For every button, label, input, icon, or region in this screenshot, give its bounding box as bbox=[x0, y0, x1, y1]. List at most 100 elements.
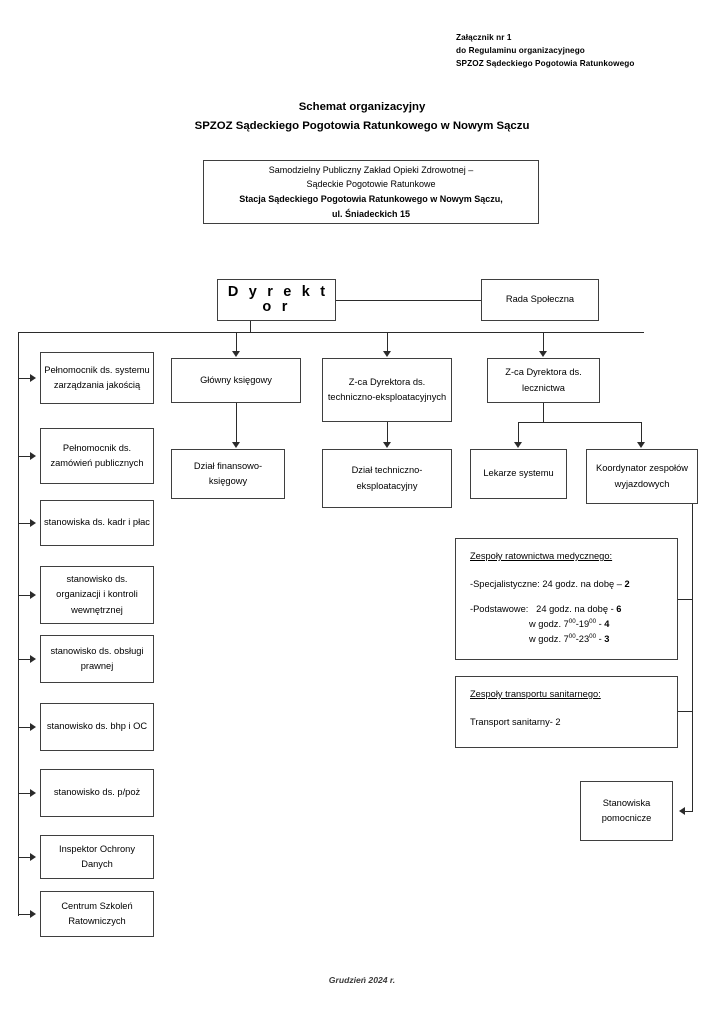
arrow-staff-unit-3 bbox=[30, 519, 36, 527]
specjalistyczne-count: 2 bbox=[624, 579, 630, 589]
podstawowe-line-2-dash: - bbox=[596, 619, 605, 629]
node-koordynator-zespolow-wyjazdowych[interactable]: Koordynator zespołów wyjazdowych bbox=[586, 449, 698, 504]
staff-unit-box[interactable]: stanowisko ds. bhp i OC bbox=[40, 703, 154, 751]
node-koordynator-zespolow-wyjazdowych-label: Koordynator zespołów wyjazdowych bbox=[596, 463, 688, 489]
node-dzial-techniczno-eksploatacyjny-label: Dział techniczno-eksploatacyjny bbox=[351, 465, 423, 491]
panel-zespoly-ratownictwa-medycznego: Zespoły ratownictwa medycznego: -Specjal… bbox=[455, 538, 678, 660]
node-glowny-ksiegowy-label: Główny księgowy bbox=[200, 374, 272, 385]
podstawowe-line-2-prefix: w godz. 7 bbox=[529, 619, 569, 629]
staff-unit-box[interactable]: Pełnomocnik ds. zamówień publicznych bbox=[40, 428, 154, 484]
staff-unit-box[interactable]: stanowisko ds. organizacji i kontroli we… bbox=[40, 566, 154, 624]
podstawowe-line-3-count: 3 bbox=[604, 634, 610, 644]
panel-ratownictwo-heading: Zespoły ratownictwa medycznego: bbox=[470, 551, 613, 561]
podstawowe-line-2-count: 4 bbox=[604, 619, 610, 629]
staff-unit-label: Pełnomocnik ds. systemu zarządzania jako… bbox=[44, 364, 150, 391]
staff-unit-box[interactable]: stanowisko ds. obsługi prawnej bbox=[40, 635, 154, 683]
podstawowe-line-3-sup-1: 00 bbox=[568, 632, 576, 640]
arrow-staff-unit-6 bbox=[30, 723, 36, 731]
connector-drop-zca-techniczno bbox=[387, 332, 388, 353]
podstawowe-line-2-mid: -19 bbox=[575, 619, 590, 629]
connector-staff-unit-5 bbox=[18, 659, 34, 660]
staff-unit-box[interactable]: Pełnomocnik ds. systemu zarządzania jako… bbox=[40, 352, 154, 404]
podstawowe-line-3-sup-2: 00 bbox=[589, 632, 597, 640]
page-title-line-1: Schemat organizacyjny bbox=[298, 101, 426, 113]
header-note-line-1: Załącznik nr 1 bbox=[456, 33, 512, 42]
node-lekarze-systemu[interactable]: Lekarze systemu bbox=[470, 449, 567, 499]
node-zca-dyrektora-lecznictwa[interactable]: Z-ca Dyrektora ds. lecznictwa bbox=[487, 358, 600, 403]
arrow-zca-techniczno bbox=[383, 351, 391, 357]
node-dyrektor[interactable]: D y r e k t o r bbox=[217, 279, 336, 321]
header-note-line-2: do Regulaminu organizacyjnego bbox=[456, 46, 585, 56]
node-zca-dyrektora-techniczno[interactable]: Z-ca Dyrektora ds. techniczno-eksploatac… bbox=[322, 358, 452, 422]
connector-main-bus bbox=[18, 332, 644, 333]
node-stanowiska-pomocnicze[interactable]: Stanowiska pomocnicze bbox=[580, 781, 673, 841]
connector-drop-zca-lecznictwa bbox=[543, 332, 544, 353]
connector-dyrektor-rada bbox=[336, 300, 481, 301]
staff-unit-label: Centrum Szkoleń Ratowniczych bbox=[61, 900, 133, 927]
podstawowe-line-3-dash: - bbox=[596, 634, 605, 644]
arrow-zca-lecznictwa bbox=[539, 351, 547, 357]
node-dyrektor-label: D y r e k t o r bbox=[227, 283, 329, 315]
staff-unit-box[interactable]: stanowisko ds. p/poż bbox=[40, 769, 154, 817]
arrow-glowny-ksiegowy bbox=[232, 351, 240, 357]
connector-staff-unit-4 bbox=[18, 595, 34, 596]
connector-drop-dzial-finansowo bbox=[236, 403, 237, 444]
connector-drop-lekarze bbox=[518, 422, 519, 444]
panel-ratownictwo-spacer bbox=[470, 592, 677, 602]
arrow-dzial-techniczno bbox=[383, 442, 391, 448]
connector-lecznictwa-split bbox=[518, 422, 642, 423]
staff-unit-box[interactable]: Centrum Szkoleń Ratowniczych bbox=[40, 891, 154, 937]
panel-zespoly-transportu-sanitarnego: Zespoły transportu sanitarnego: Transpor… bbox=[455, 676, 678, 748]
staff-unit-label: Inspektor Ochrony Danych bbox=[59, 843, 135, 870]
staff-unit-box[interactable]: stanowiska ds. kadr i płac bbox=[40, 500, 154, 546]
panel-transport-row-1: Transport sanitarny- 2 bbox=[470, 717, 561, 727]
connector-dyrektor-drop bbox=[250, 321, 251, 333]
node-zca-dyrektora-techniczno-label: Z-ca Dyrektora ds. techniczno-eksploatac… bbox=[327, 376, 447, 403]
connector-to-panel-transport bbox=[676, 711, 693, 712]
connector-staff-unit-8 bbox=[18, 857, 34, 858]
connector-left-spine bbox=[18, 332, 19, 916]
podstawowe-line-3-mid: -23 bbox=[575, 634, 590, 644]
org-line-2: Sądeckie Pogotowie Ratunkowe bbox=[306, 179, 436, 190]
node-stanowiska-pomocnicze-label: Stanowiska pomocnicze bbox=[601, 797, 652, 824]
specjalistyczne-label: -Specjalistyczne: 24 godz. na dobę – bbox=[470, 579, 622, 589]
org-line-4: ul. Śniadeckich 15 bbox=[331, 208, 411, 219]
document-header-note: Załącznik nr 1 do Regulaminu organizacyj… bbox=[456, 31, 635, 71]
node-dzial-finansowo-ksiegowy[interactable]: Dział finansowo-księgowy bbox=[171, 449, 285, 499]
staff-unit-label: stanowiska ds. kadr i płac bbox=[44, 517, 150, 528]
podstawowe-line-3-prefix: w godz. 7 bbox=[529, 634, 569, 644]
connector-staff-unit-1 bbox=[18, 378, 34, 379]
podstawowe-line-2-sup-2: 00 bbox=[589, 617, 597, 625]
arrow-koordynator bbox=[637, 442, 645, 448]
node-zca-dyrektora-lecznictwa-label: Z-ca Dyrektora ds. lecznictwa bbox=[505, 367, 582, 393]
arrow-staff-unit-5 bbox=[30, 655, 36, 663]
page-title-line-2: SPZOZ Sądeckiego Pogotowia Ratunkowego w… bbox=[194, 120, 530, 132]
page-title: Schemat organizacyjny SPZOZ Sądeckiego P… bbox=[0, 98, 724, 136]
footer-date: Grudzień 2024 r. bbox=[328, 975, 396, 985]
panel-ratownictwo-podstawowe-line-1: -Podstawowe: 24 godz. na dobę - 6 bbox=[470, 602, 677, 617]
node-lekarze-systemu-label: Lekarze systemu bbox=[483, 468, 554, 479]
connector-staff-unit-3 bbox=[18, 523, 34, 524]
connector-staff-unit-7 bbox=[18, 793, 34, 794]
node-dzial-techniczno-eksploatacyjny[interactable]: Dział techniczno-eksploatacyjny bbox=[322, 449, 452, 508]
connector-staff-unit-2 bbox=[18, 456, 34, 457]
podstawowe-line-1-count: 6 bbox=[616, 604, 622, 614]
connector-right-spine bbox=[692, 493, 693, 811]
podstawowe-label: -Podstawowe: bbox=[470, 604, 529, 614]
staff-unit-label: stanowisko ds. p/poż bbox=[53, 787, 141, 798]
org-line-1: Samodzielny Publiczny Zakład Opieki Zdro… bbox=[268, 164, 474, 175]
connector-drop-glowny-ksiegowy bbox=[236, 332, 237, 353]
arrow-staff-unit-8 bbox=[30, 853, 36, 861]
podstawowe-line-1-text: 24 godz. na dobę - bbox=[536, 604, 614, 614]
staff-unit-label: stanowisko ds. organizacji i kontroli we… bbox=[56, 573, 138, 615]
connector-to-panel-ratownictwo bbox=[676, 599, 693, 600]
arrow-staff-unit-1 bbox=[30, 374, 36, 382]
connector-lecznictwa-drop bbox=[543, 403, 544, 422]
node-rada-spoleczna-label: Rada Społeczna bbox=[505, 294, 575, 305]
node-glowny-ksiegowy[interactable]: Główny księgowy bbox=[171, 358, 301, 403]
arrow-stanowiska-pomocnicze bbox=[679, 807, 685, 815]
staff-unit-box[interactable]: Inspektor Ochrony Danych bbox=[40, 835, 154, 879]
panel-ratownictwo-specjalistyczne: -Specjalistyczne: 24 godz. na dobę – 2 bbox=[470, 577, 677, 592]
node-rada-spoleczna[interactable]: Rada Społeczna bbox=[481, 279, 599, 321]
